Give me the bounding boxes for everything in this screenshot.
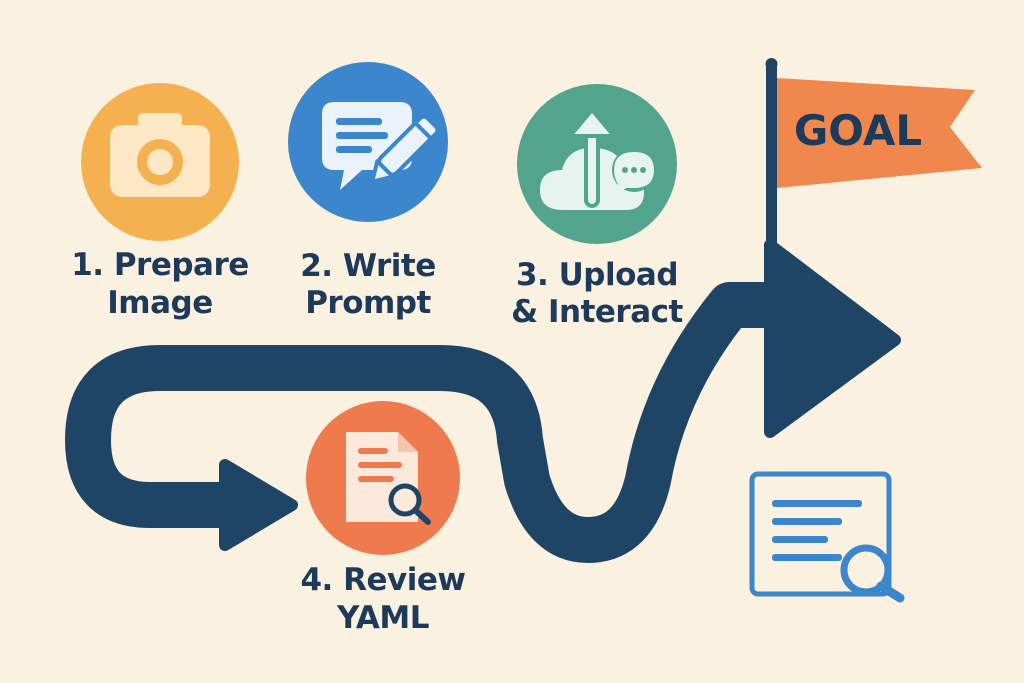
roadmap-path	[65, 239, 901, 563]
flag-icon	[777, 78, 982, 188]
step-3-label-line2: & Interact	[511, 294, 683, 330]
cloud-upload-chat-icon	[540, 108, 656, 210]
step-2-label-line1: 2. Write	[300, 248, 436, 284]
step-3-label-line1: 3. Upload	[516, 257, 678, 293]
step-4-label-line2: YAML	[336, 600, 429, 636]
step-2-label-line2: Prompt	[305, 285, 431, 321]
step-1-label-line2: Image	[107, 285, 212, 321]
camera-icon	[110, 113, 210, 197]
document-search-icon	[749, 471, 905, 603]
path-start-arrowhead	[219, 459, 298, 551]
step-4: 4. Review YAML	[300, 401, 466, 636]
path-curve	[65, 282, 820, 563]
step-1-label-line1: 1. Prepare	[71, 247, 249, 283]
step-2: 2. Write Prompt	[288, 62, 448, 321]
document-search-icon	[346, 432, 431, 525]
flag-pole	[766, 62, 777, 277]
path-end-arrowhead	[764, 239, 901, 438]
step-4-label-line1: 4. Review	[300, 562, 465, 598]
goal-label: GOAL	[794, 106, 922, 155]
goal-flag: GOAL	[765, 58, 982, 277]
step-3: 3. Upload & Interact	[511, 84, 684, 330]
step-1: 1. Prepare Image	[71, 83, 249, 321]
chat-pencil-icon	[322, 102, 440, 190]
